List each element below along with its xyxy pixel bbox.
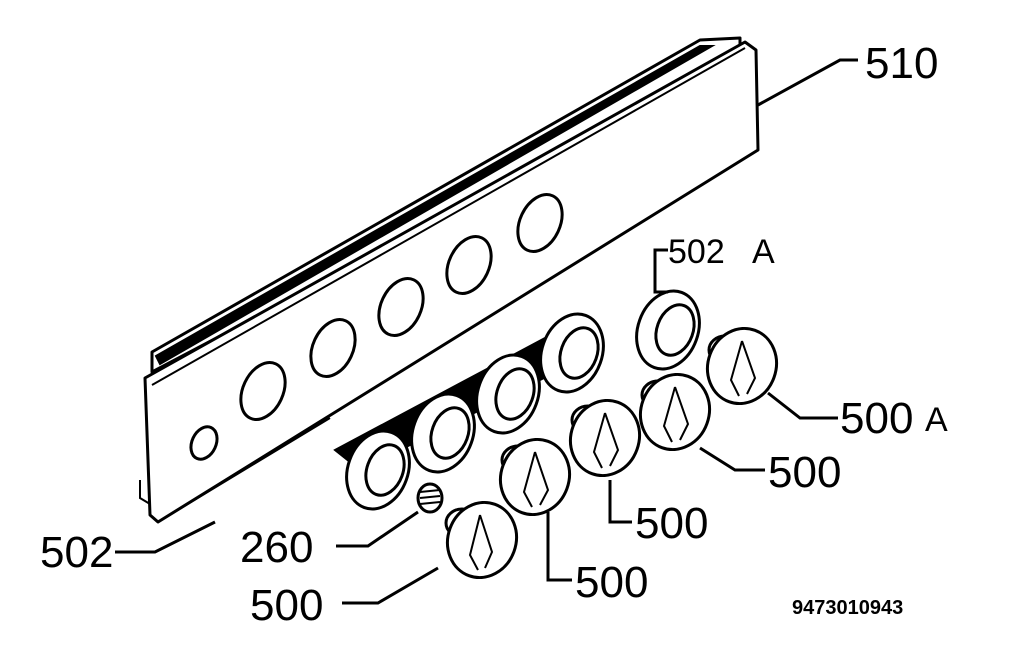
knob-500-right [639, 372, 711, 452]
drawing-number: 9473010943 [792, 597, 903, 619]
label-510: 510 [865, 39, 938, 88]
knob-500a [706, 326, 778, 406]
leader-500-right [699, 446, 765, 472]
label-502a-suffix: A [752, 233, 775, 271]
leader-510 [757, 58, 858, 107]
knob-500-left [444, 500, 518, 580]
bezel-1 [345, 429, 411, 511]
label-500a-suffix: A [925, 401, 948, 439]
label-500-center: 500 [575, 558, 648, 607]
label-500-mid: 500 [635, 499, 708, 548]
leader-502a [653, 248, 668, 294]
label-260: 260 [240, 523, 313, 572]
leader-500-left [342, 566, 439, 605]
leader-500-mid [608, 480, 632, 524]
bezel-502a [635, 289, 701, 371]
label-502: 502 [40, 528, 113, 577]
leader-500-center [546, 512, 572, 582]
bezel-3 [475, 353, 541, 435]
spring-260 [416, 482, 444, 514]
bezel-4 [539, 312, 605, 394]
leader-500a [767, 391, 838, 420]
label-500a-number: 500 [840, 394, 913, 443]
label-502a-number: 502 [668, 233, 725, 271]
control-panel-510 [139, 36, 760, 524]
knob-500-center [499, 437, 571, 517]
bezel-2 [410, 392, 476, 474]
bezel-row-502 [333, 312, 605, 511]
leader-502 [115, 520, 216, 554]
label-500-right: 500 [768, 448, 841, 497]
label-500-left: 500 [250, 581, 323, 630]
part-labels: 510 502 A 500 A 500 500 500 502 260 500 … [40, 39, 948, 630]
knob-500-mid [569, 398, 641, 478]
leader-260 [336, 510, 419, 548]
leader-lines [115, 58, 858, 605]
